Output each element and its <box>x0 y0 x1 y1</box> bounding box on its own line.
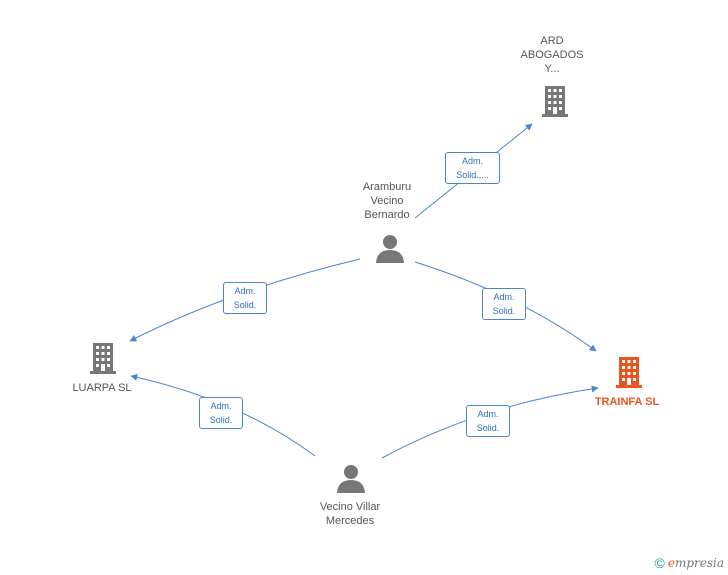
edge-label-line1: Adm. <box>477 409 499 419</box>
edge-label-line2: Solid. <box>209 415 233 425</box>
node-aramburu-label[interactable]: Aramburu Vecino Bernardo <box>362 181 412 221</box>
person-icon[interactable] <box>336 464 366 494</box>
building-icon[interactable] <box>88 341 118 375</box>
edge-label-aramburu-luarpa[interactable]: Adm. Solid. <box>223 282 267 314</box>
person-icon[interactable] <box>375 234 405 264</box>
edge-label-line2: Solid. <box>476 423 500 433</box>
edge-label-villar-trainfa[interactable]: Adm. Solid. <box>466 405 510 437</box>
edge-label-aramburu-trainfa[interactable]: Adm. Solid. <box>482 288 526 320</box>
edge-label-line1: Adm. <box>461 156 483 166</box>
edge-label-line2: Solid. <box>233 300 257 310</box>
edge-label-line1: Adm. <box>493 292 515 302</box>
edge-label-line1: Adm. <box>234 286 256 296</box>
node-ard-label[interactable]: ARD ABOGADOS Y... <box>520 35 584 75</box>
building-icon[interactable] <box>540 84 570 118</box>
edge-label-villar-luarpa[interactable]: Adm. Solid. <box>199 397 243 429</box>
node-villar-label[interactable]: Vecino Villar Mercedes <box>319 501 381 527</box>
building-icon[interactable] <box>614 355 644 389</box>
edge-label-line1: Adm. <box>210 401 232 411</box>
copyright-icon: © <box>654 555 665 571</box>
edge-label-line2: Solid.,... <box>456 170 489 180</box>
node-luarpa-label[interactable]: LUARPA SL <box>72 382 132 394</box>
node-trainfa-label[interactable]: TRAINFA SL <box>594 396 660 408</box>
brand-footer[interactable]: © empresia <box>655 555 725 571</box>
edge-label-line2: Solid. <box>492 306 516 316</box>
brand-logo: empresia <box>667 556 724 570</box>
edge-label-aramburu-ard[interactable]: Adm. Solid.,... <box>445 152 500 184</box>
